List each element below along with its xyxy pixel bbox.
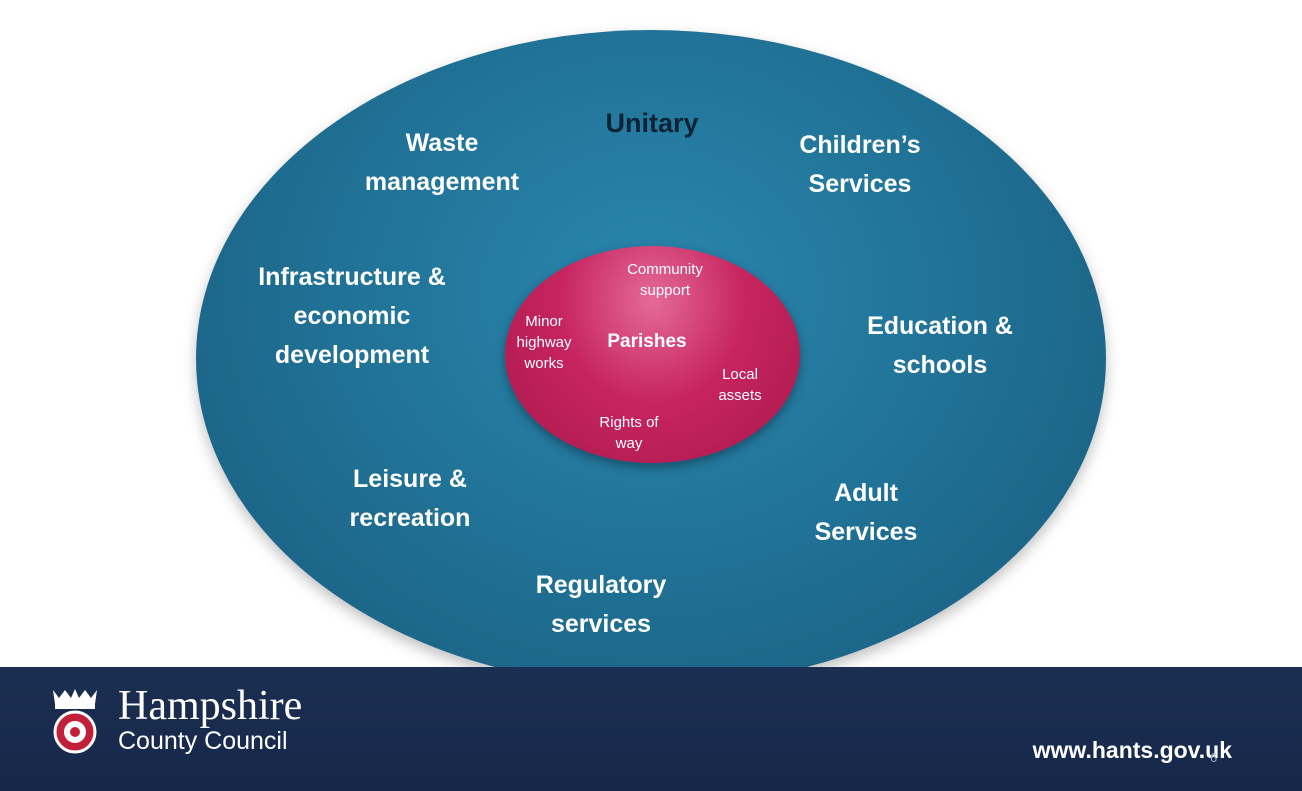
education-schools-label: Education &schools — [867, 312, 1013, 379]
footer-bar — [0, 667, 1302, 791]
website-link[interactable]: www.hants.gov.uk — [1032, 737, 1232, 763]
leisure-recreation-label: Leisure &recreation — [349, 465, 471, 532]
org-name: Hampshire — [118, 683, 303, 729]
parishes-ellipse — [505, 246, 800, 463]
page-number: 6 — [1210, 750, 1218, 765]
hampshire-crest-icon — [53, 689, 97, 754]
org-subname: County Council — [118, 727, 288, 755]
parishes-title: Parishes — [607, 331, 687, 352]
unitary-title: Unitary — [605, 108, 699, 138]
